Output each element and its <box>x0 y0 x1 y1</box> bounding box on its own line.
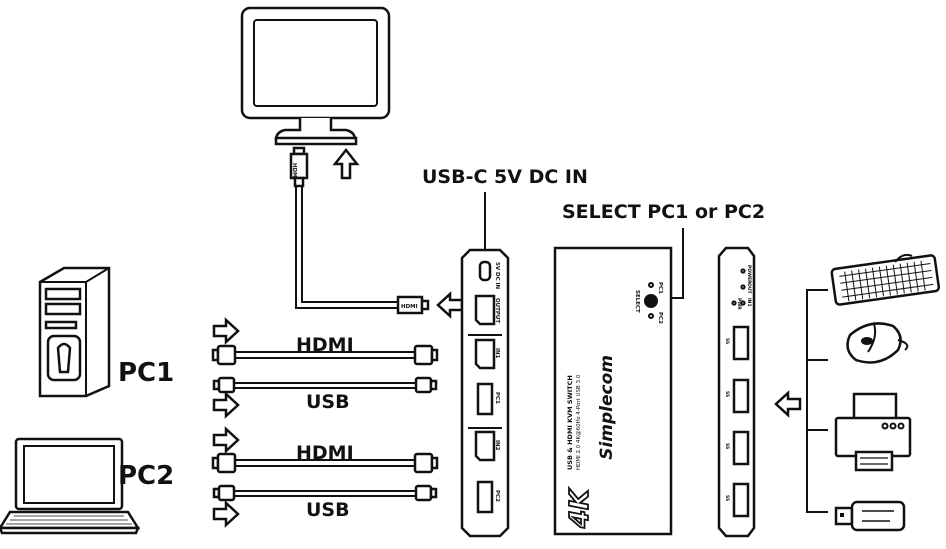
usb-c-port <box>478 260 492 282</box>
svg-text:SS: SS <box>724 495 730 501</box>
svg-text:SELECT: SELECT <box>634 290 640 313</box>
left-arrow-icon <box>774 391 802 417</box>
svg-text:IN2: IN2 <box>494 440 500 451</box>
pc1-label: PC1 <box>118 358 174 388</box>
svg-text:OUTPUT: OUTPUT <box>494 298 500 323</box>
svg-text:USB & HDMI KVM SWITCH: USB & HDMI KVM SWITCH <box>566 375 574 470</box>
desktop-tower-icon <box>38 266 111 398</box>
svg-text:IN1: IN1 <box>494 348 500 359</box>
pc2-hdmi-cable-label: HDMI <box>296 442 354 464</box>
svg-text:PC1: PC1 <box>494 392 500 404</box>
usb-port-4 <box>732 482 750 518</box>
select-button <box>644 294 658 308</box>
pc2-label: PC2 <box>118 461 174 491</box>
4k-badge: 4K <box>565 488 595 529</box>
printer-icon <box>834 392 912 472</box>
output-hdmi-port <box>474 294 496 326</box>
svg-text:HDMI: HDMI <box>291 163 297 180</box>
kvm-switch-front-panel: POWER OUT IN1 PWR SS SS SS SS <box>717 246 756 538</box>
svg-text:SS: SS <box>724 443 730 449</box>
kvm-switch-top-view: PC1 PC2 SELECT Simplecom USB & HDMI KVM … <box>553 246 673 536</box>
svg-text:SS: SS <box>724 338 730 344</box>
left-arrow-icon <box>436 292 464 318</box>
up-arrow-icon <box>332 147 360 180</box>
usb-c-power-label: USB-C 5V DC IN <box>422 166 588 188</box>
usb-port-2 <box>732 378 750 414</box>
pc2-hdmi-cable <box>211 452 439 474</box>
usb-flash-drive-icon <box>834 500 906 532</box>
mouse-icon <box>846 322 909 364</box>
right-arrow-icon <box>212 392 240 418</box>
svg-text:5V DC IN: 5V DC IN <box>494 262 500 290</box>
pc1-usb-port <box>476 382 494 416</box>
usb-port-1 <box>732 325 750 361</box>
kvm-switch-back-panel: 5V DC IN OUTPUT IN1 PC1 IN2 PC2 <box>460 248 510 538</box>
in2-hdmi-port <box>474 430 496 462</box>
in1-hdmi-port <box>474 338 496 370</box>
pc1-usb-cable <box>212 376 438 394</box>
svg-text:PC2: PC2 <box>494 490 500 502</box>
svg-text:SS: SS <box>724 391 730 397</box>
pc1-usb-cable-label: USB <box>306 391 350 413</box>
usb-port-3 <box>732 430 750 466</box>
output-hdmi-connector: HDMI <box>396 295 430 315</box>
svg-text:HDMI 2.0 4K@60Hz 4-Port USB 3.: HDMI 2.0 4K@60Hz 4-Port USB 3.0 <box>576 374 582 470</box>
monitor-icon <box>240 6 391 146</box>
svg-text:OUT: OUT <box>746 283 752 294</box>
pc2-usb-port <box>476 480 494 514</box>
svg-text:PC2: PC2 <box>657 312 663 324</box>
right-arrow-icon <box>212 427 240 453</box>
right-arrow-icon <box>212 318 240 344</box>
pc1-hdmi-cable <box>211 344 439 366</box>
right-arrow-icon <box>212 501 240 527</box>
select-label: SELECT PC1 or PC2 <box>562 201 765 223</box>
pc2-usb-cable-label: USB <box>306 499 350 521</box>
pc2-usb-cable <box>212 484 438 502</box>
svg-text:PWR: PWR <box>736 298 742 310</box>
svg-text:POWER: POWER <box>746 265 752 284</box>
laptop-icon <box>0 437 141 535</box>
svg-text:HDMI: HDMI <box>401 304 418 310</box>
svg-text:IN1: IN1 <box>746 298 752 307</box>
pc1-hdmi-cable-label: HDMI <box>296 334 354 356</box>
keyboard-icon <box>830 254 941 306</box>
svg-text:PC1: PC1 <box>657 282 663 294</box>
monitor-hdmi-connector: HDMI <box>289 146 309 188</box>
brand-logo: Simplecom <box>597 355 617 460</box>
